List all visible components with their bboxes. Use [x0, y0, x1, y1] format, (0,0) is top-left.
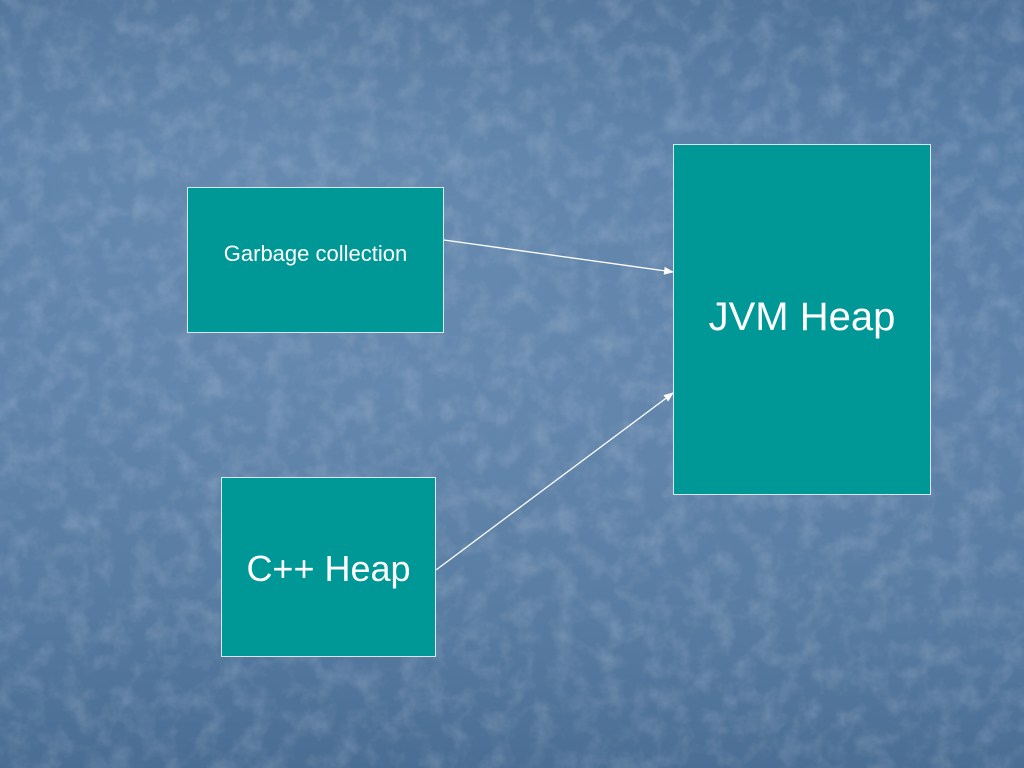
- garbage-collection-box: Garbage collection: [187, 187, 444, 333]
- garbage-collection-label: Garbage collection: [223, 241, 408, 266]
- jvm-heap-label: JVM Heap: [708, 295, 896, 339]
- jvm-heap-box: JVM Heap: [673, 144, 931, 495]
- cpp-heap-box: C++ Heap: [221, 477, 436, 657]
- cpp-heap-label: C++ Heap: [246, 548, 411, 589]
